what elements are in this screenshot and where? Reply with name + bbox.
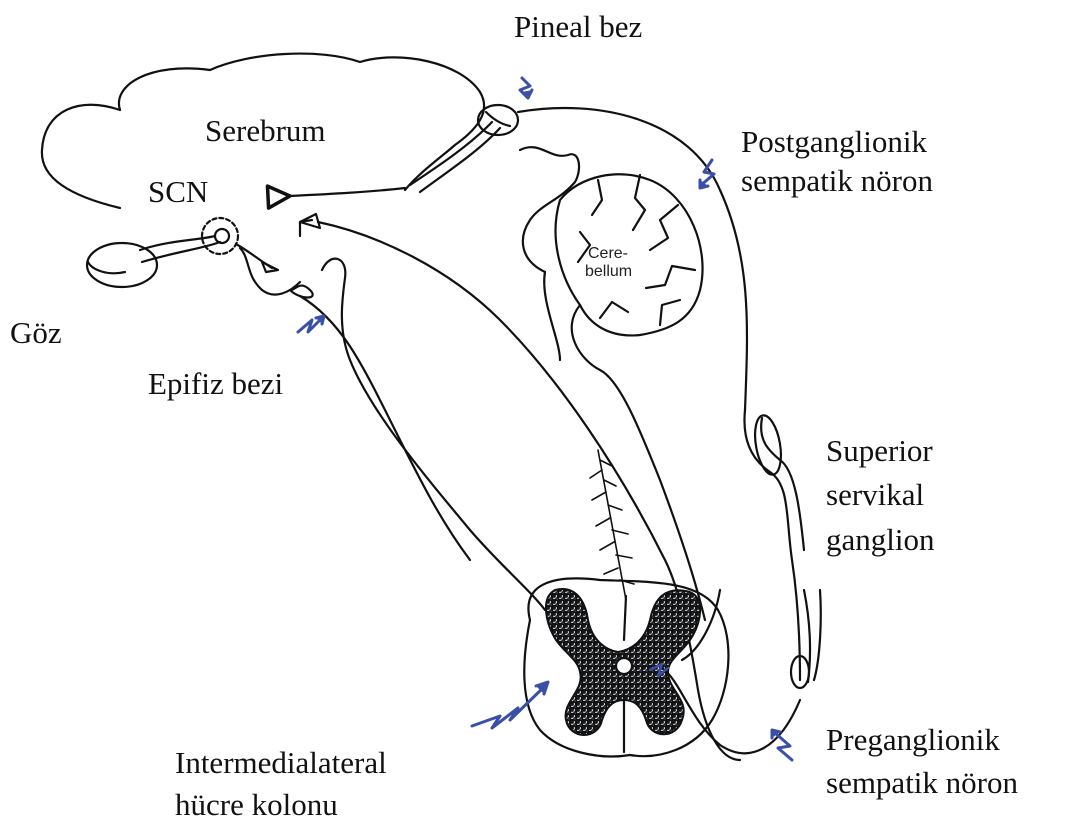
label-superior-line3: ganglion bbox=[826, 519, 935, 561]
label-intermedialateral-line2: hücre kolonu bbox=[175, 784, 338, 826]
zigzag-arrow-icon bbox=[472, 682, 548, 728]
label-epifiz: Epifiz bezi bbox=[148, 363, 283, 405]
label-scn: SCN bbox=[148, 171, 208, 213]
zigzag-arrow-icon bbox=[700, 160, 714, 188]
label-superior-line1: Superior bbox=[826, 430, 933, 472]
label-preganglionik-line2: sempatik nöron bbox=[826, 762, 1018, 804]
label-postganglionik-line2: sempatik nöron bbox=[741, 160, 933, 202]
label-postganglionik-line1: Postganglionik bbox=[741, 121, 927, 163]
label-preganglionik-line1: Preganglionik bbox=[826, 719, 1000, 761]
zigzag-arrow-icon bbox=[772, 730, 792, 760]
zigzag-arrow-icon bbox=[520, 78, 532, 98]
zigzag-arrow-icon bbox=[650, 664, 668, 676]
label-cerebellum-line2: bellum bbox=[585, 262, 632, 281]
label-superior-line2: servikal bbox=[826, 474, 924, 516]
label-goz: Göz bbox=[10, 312, 62, 354]
label-pineal: Pineal bez bbox=[514, 6, 642, 48]
zigzag-arrow-icon bbox=[298, 316, 324, 332]
label-intermedialateral-line1: Intermedialateral bbox=[175, 742, 387, 784]
label-cerebellum-line1: Cere- bbox=[588, 244, 628, 263]
label-serebrum: Serebrum bbox=[205, 110, 326, 152]
